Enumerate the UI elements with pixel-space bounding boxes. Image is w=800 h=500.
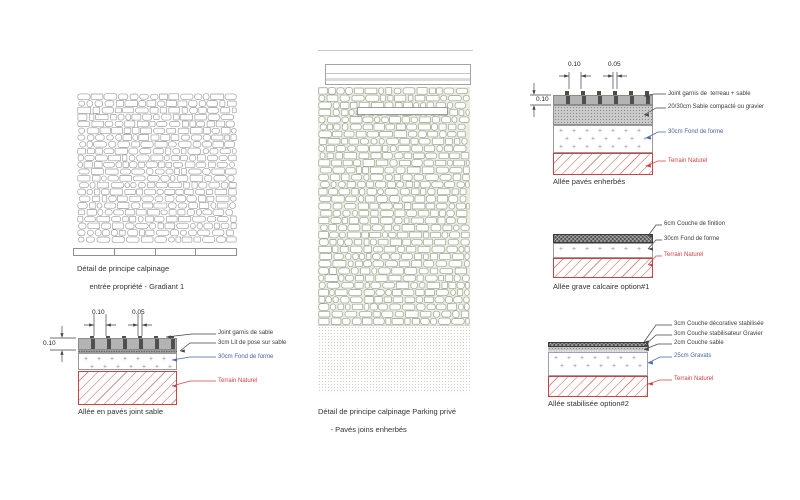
sand-joint-tops: [78, 336, 177, 338]
layer-label: Terrain Naturel: [668, 158, 708, 164]
grass-joint-tops: [553, 91, 653, 95]
layer-label: 2cm Couche sable: [674, 340, 724, 346]
caption-line2: - Pavés joins enherbés: [330, 425, 407, 434]
border-course-segment: [74, 249, 115, 255]
sand-bedding-layer: [78, 350, 177, 353]
layer-label: 25cm Gravats: [674, 353, 712, 359]
section-title: Allée stabilisée option#2: [548, 399, 629, 408]
dimension-label: 0.05: [132, 309, 145, 316]
cobblestone-pattern: [318, 87, 470, 325]
plus-hatch: [559, 246, 641, 251]
boundary-line: [318, 50, 473, 51]
paver-layer: [78, 338, 177, 350]
layer-label: 6cm Couche de finition: [664, 221, 726, 227]
caption-line1: Détail de principe calpinage: [77, 264, 170, 273]
fond-de-forme-layer: [553, 243, 653, 258]
terrain-naturel-layer: [78, 371, 177, 405]
panel-caption: Détail de principe calpinage entrée prop…: [77, 264, 184, 291]
terrain-naturel-layer: [548, 376, 648, 397]
layer-label: 3cm Couche décorative stabilisée: [674, 321, 764, 327]
layer-label: Joint garnis de sable: [218, 330, 274, 336]
layer-label: 30cm Fond de forme: [664, 236, 720, 242]
plus-hatch: [559, 128, 647, 149]
layer-label: Terrain Naturel: [218, 378, 258, 384]
section-title: Allée grave calcaire option#1: [553, 282, 650, 291]
gravats-layer: [548, 352, 648, 376]
paver-layer: [553, 95, 653, 105]
section-paves-enherbes: 0.10 0.05 0.10 Joint garnis de terreau +…: [530, 58, 800, 190]
couche-finition-layer: [553, 234, 653, 243]
layer-label: Terrain Naturel: [664, 252, 704, 258]
caption-line1: Détail de principe calpinage Parking pri…: [318, 407, 456, 416]
layer-label: 30cm Fond de forme: [218, 354, 274, 360]
grass-joint-paving-area: [318, 87, 470, 325]
panel-entrance-pattern: Détail de principe calpinage entrée prop…: [73, 93, 237, 291]
layer-label: 3cm Couche stabilisateur Gravier: [674, 331, 763, 337]
caption-line2: entrée propriété - Gradiant 1: [89, 282, 185, 291]
kerb-band-line: [326, 73, 470, 74]
layer-label: 20/30cm Sable compacté ou gravier: [668, 104, 765, 110]
section-title: Allée en pavés joint sable: [78, 407, 164, 416]
border-course-segment: [115, 249, 156, 255]
fond-de-forme-layer: [78, 353, 177, 370]
couche-sable-layer: [548, 350, 648, 352]
section-title: Allée pavés enherbés: [553, 177, 626, 186]
layer-label: 3cm Lit de pose sur sable: [218, 340, 287, 346]
plus-hatch: [84, 356, 172, 369]
layer-label: Joint garnis de terreau + sable: [668, 91, 751, 97]
cobblestone-pattern: [77, 93, 237, 244]
couche-stabilisateur-layer: [548, 346, 648, 350]
border-course-segment: [196, 249, 236, 255]
terrain-naturel-layer: [553, 153, 653, 175]
compacted-sand-layer: [553, 105, 653, 125]
dimension-label: 0.10: [43, 340, 56, 347]
section-paves-joint-sable: 0.10 0.05 0.10 Joint garnis de sable 3cm…: [40, 300, 298, 422]
dimension-label: 0.10: [536, 96, 549, 103]
kerb-band-fill: [326, 78, 470, 81]
section-grave-calcaire: 6cm Couche de finition 30cm Fond de form…: [530, 205, 800, 300]
drain-inset: [357, 107, 448, 115]
dimension-label: 0.10: [568, 61, 581, 68]
layer-label: 30cm Fond de forme: [668, 129, 724, 135]
terrain-naturel-layer: [553, 258, 653, 278]
fond-de-forme-layer: [553, 125, 653, 153]
dimension-label: 0.05: [608, 61, 621, 68]
panel-parking-pattern: Détail de principe calpinage Parking pri…: [318, 45, 478, 435]
border-course-segment: [156, 249, 197, 255]
kerb-band: [325, 64, 471, 85]
gravel-area: [318, 325, 470, 393]
border-course-strip: [73, 248, 237, 256]
panel-caption: Détail de principe calpinage Parking pri…: [318, 407, 456, 434]
section-stabilisee: 3cm Couche décorative stabilisée 3cm Cou…: [530, 318, 800, 413]
plus-hatch: [554, 355, 642, 368]
dimension-label: 0.10: [92, 309, 105, 316]
layer-label: Terrain Naturel: [674, 376, 714, 382]
